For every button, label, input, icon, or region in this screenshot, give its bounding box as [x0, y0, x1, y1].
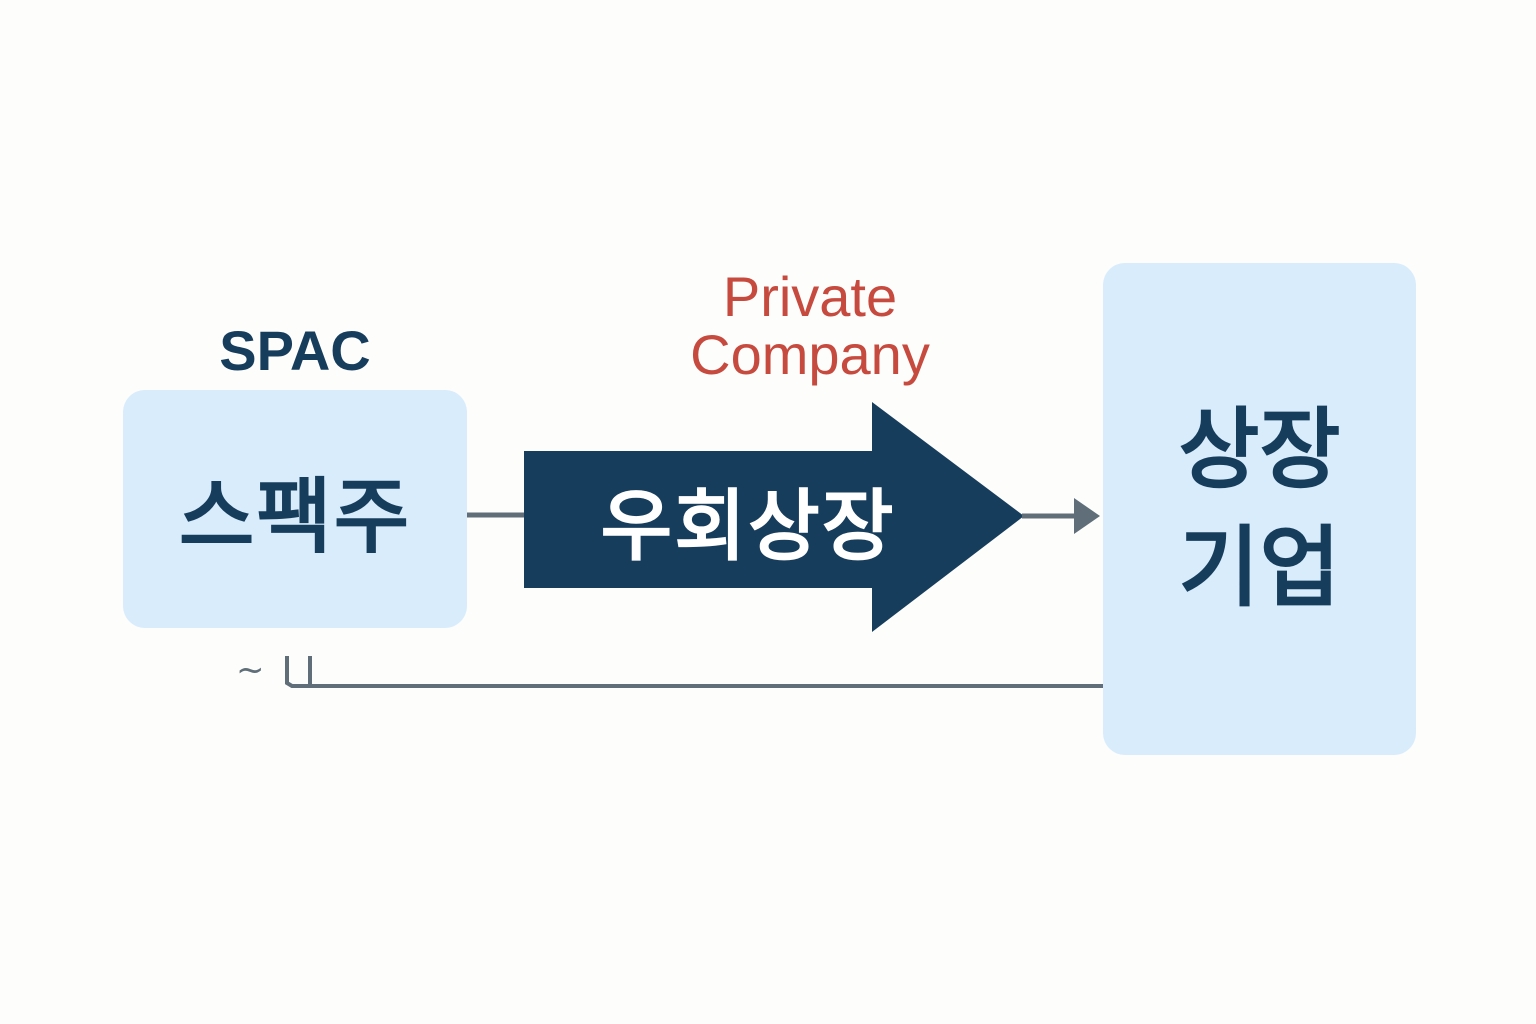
private-company-line1: Private — [722, 265, 898, 328]
listed-company-line2: 기업 — [1178, 516, 1341, 619]
private-company-line2: Company — [690, 323, 930, 386]
spac-label: SPAC — [219, 319, 371, 382]
reverse-merger-text: 우회상장 — [600, 482, 896, 572]
reverse-merger-arrow — [524, 402, 1024, 632]
private-company-label: Private Company — [650, 268, 970, 384]
return-line — [285, 656, 1103, 688]
spac-stock-box: 스팩주 — [123, 390, 467, 628]
connector-arrowhead — [1074, 498, 1100, 534]
spac-stock-text: 스팩주 — [178, 469, 412, 565]
listed-company-line1: 상장 — [1178, 398, 1341, 501]
return-line-squiggle: ~ — [236, 650, 265, 690]
listed-company-box: 상장 기업 — [1103, 263, 1416, 755]
